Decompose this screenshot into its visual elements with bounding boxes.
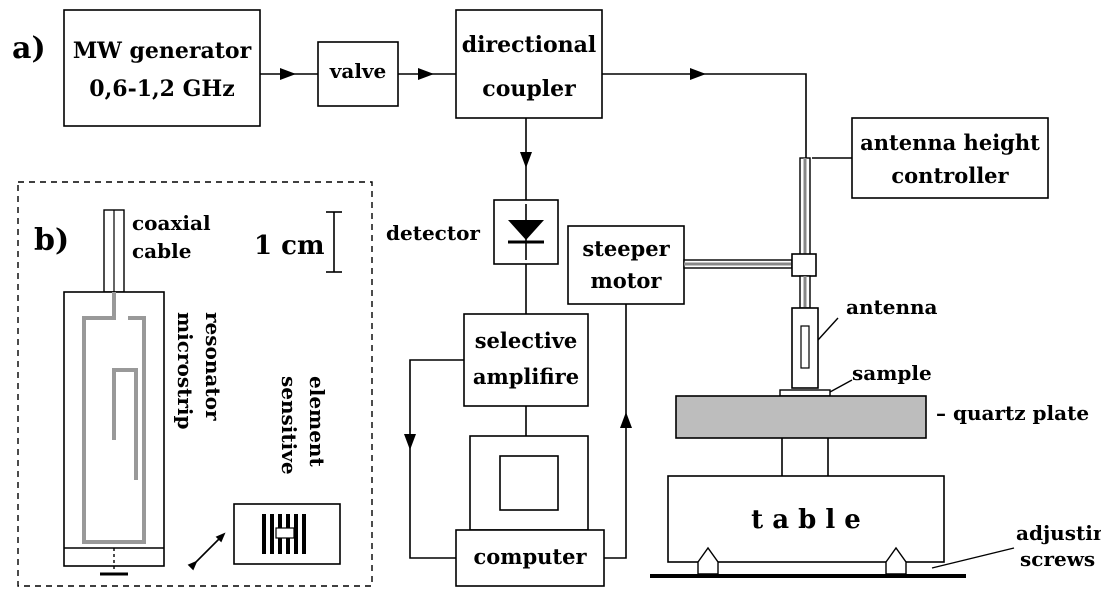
directional-coupler-line2: coupler	[482, 76, 576, 102]
arrow-4	[520, 152, 532, 168]
quartz-plate	[675, 395, 927, 439]
steeper-motor-line2: motor	[591, 268, 663, 293]
mw-generator-title: MW generator	[73, 38, 252, 64]
antenna-height-controller-line1: antenna height	[860, 130, 1040, 155]
microstrip-resonator-line2: resonator	[201, 312, 225, 421]
steeper-motor-line1: steeper	[582, 236, 670, 261]
panel-a-label: a)	[12, 31, 46, 66]
screws-leader	[931, 547, 1015, 569]
directional-coupler-line1: directional	[462, 32, 597, 58]
table-block: t a b l e	[667, 475, 945, 563]
detector-label: detector	[386, 221, 480, 245]
directional-coupler-block: directional coupler	[455, 9, 603, 119]
panel-b-label: b)	[34, 223, 69, 258]
screw-right-icon	[885, 546, 907, 575]
arrow-1	[280, 68, 296, 80]
antenna-height-controller-block: antenna height controller	[851, 117, 1049, 199]
panel-b-frame	[17, 181, 373, 587]
adjusting-screws-line1: adjusting	[1016, 521, 1101, 545]
coaxial-cable-line2: cable	[132, 239, 191, 263]
mw-generator-block: MW generator 0,6-1,2 GHz	[63, 9, 261, 127]
selective-amplifier-line2: amplifire	[473, 364, 579, 389]
wire-amplifier-computer-loop	[409, 359, 464, 559]
table-label: t a b l e	[751, 505, 861, 535]
computer-label: computer	[473, 544, 587, 569]
quartz-plate-label: – quartz plate	[936, 401, 1089, 425]
microstrip-resonator-line1: microstrip	[173, 312, 197, 429]
steeper-motor-block: steeper motor	[567, 225, 685, 305]
arrow-2	[418, 68, 434, 80]
sensitive-element-line1: sensitive	[277, 376, 301, 475]
antenna-label: antenna	[846, 295, 938, 319]
computer-monitor-icon	[469, 435, 589, 531]
microstrip-feed	[82, 292, 146, 544]
arrow-6	[620, 412, 632, 428]
computer-block: computer	[455, 529, 605, 587]
sample-label: sample	[852, 361, 932, 385]
rod-junction	[791, 253, 817, 277]
double-arrow-icon	[187, 532, 226, 571]
mw-generator-frequency: 0,6-1,2 GHz	[89, 76, 234, 102]
antenna-height-controller-line2: controller	[891, 163, 1009, 188]
detector-block	[493, 199, 559, 265]
sensitive-element-chip	[233, 503, 341, 565]
coaxial-cable-line1: coaxial	[132, 211, 211, 235]
sample-leader	[829, 379, 853, 393]
screw-left-icon	[697, 546, 719, 575]
microstrip-resonator-strip	[112, 368, 138, 480]
arrow-3	[690, 68, 706, 80]
adjusting-screws-line2: screws	[1020, 547, 1095, 571]
valve-block: valve	[317, 41, 399, 107]
valve-label: valve	[329, 59, 387, 83]
antenna-leader	[817, 317, 839, 341]
sample	[779, 389, 831, 397]
antenna-element	[800, 325, 810, 369]
selective-amplifier-line1: selective	[475, 328, 578, 353]
sensitive-element-line2: element	[305, 376, 329, 467]
wire-computer-motor-loop	[604, 304, 627, 559]
scale-label: 1 cm	[254, 231, 324, 261]
selective-amplifier-block: selective amplifire	[463, 313, 589, 407]
arrow-5	[404, 434, 416, 450]
